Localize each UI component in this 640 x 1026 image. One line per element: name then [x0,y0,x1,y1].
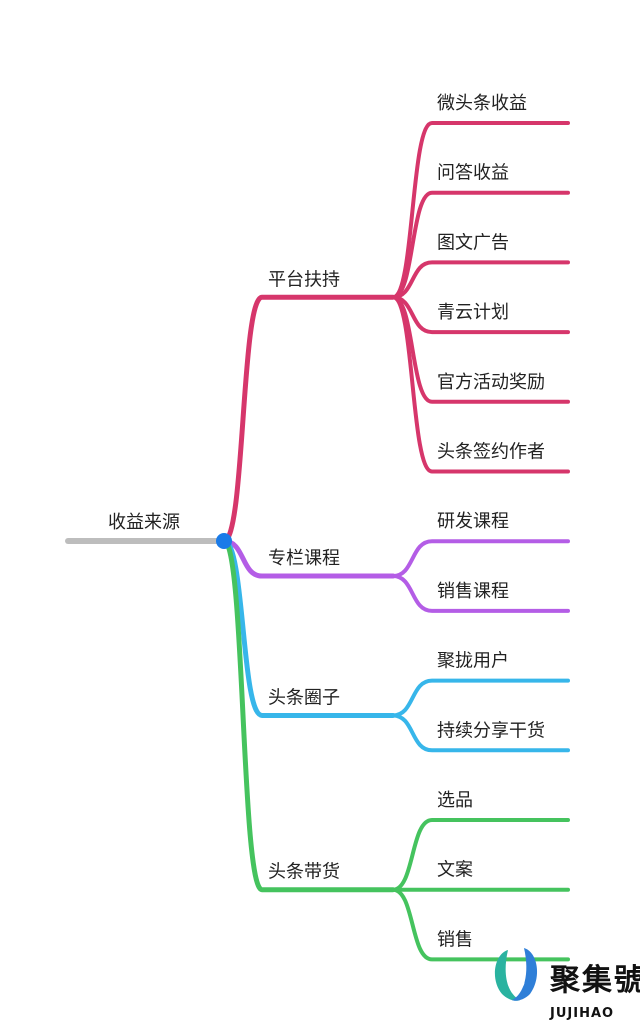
branch-edge-1 [221,294,396,544]
root-hub-dot [216,533,232,549]
leaf-edge-3-2 [391,713,570,753]
leaf-edge-4-1 [391,818,570,892]
leaf-edge-2-1 [391,539,570,579]
watermark-logo [494,948,538,1001]
leaf-label-4-2[interactable]: 文案 [437,860,473,881]
mind-map-edges [221,121,570,962]
leaf-label-4-3[interactable]: 销售 [437,929,473,950]
root-node-label[interactable]: 收益来源 [108,512,180,533]
leaf-label-2-1[interactable]: 研发课程 [437,511,509,532]
branch-label-4[interactable]: 头条带货 [268,862,340,883]
branch-label-1[interactable]: 平台扶持 [268,269,340,290]
leaf-edge-1-2 [391,190,570,300]
leaf-edge-1-3 [391,260,570,300]
leaf-label-1-6[interactable]: 头条签约作者 [437,442,545,463]
leaf-label-4-1[interactable]: 选品 [437,790,473,811]
leaf-label-3-1[interactable]: 聚拢用户 [437,651,509,672]
leaf-label-1-3[interactable]: 图文广告 [437,232,509,253]
leaf-label-1-2[interactable]: 问答收益 [437,163,509,184]
leaf-label-1-5[interactable]: 官方活动奖励 [437,372,545,393]
leaf-label-1-1[interactable]: 微头条收益 [437,93,527,114]
logo-right-stroke [512,948,538,1001]
watermark-name-en: JUJIHAO [549,1006,614,1021]
leaf-edge-1-6 [391,295,570,474]
logo-left-stroke [494,950,520,1001]
branch-label-2[interactable]: 专栏课程 [268,548,340,569]
watermark-name-cn: 聚集號 [549,963,640,998]
leaf-edge-2-2 [391,574,570,613]
branch-label-3[interactable]: 头条圈子 [268,687,340,708]
leaf-label-1-4[interactable]: 青云计划 [437,302,509,323]
branch-edge-4 [221,538,396,893]
leaf-edge-3-1 [391,678,570,718]
logo-center-u [507,964,525,990]
leaf-edge-4-3 [391,887,570,962]
leaf-label-3-2[interactable]: 持续分享干货 [437,720,545,741]
leaf-label-2-2[interactable]: 销售课程 [437,581,509,602]
